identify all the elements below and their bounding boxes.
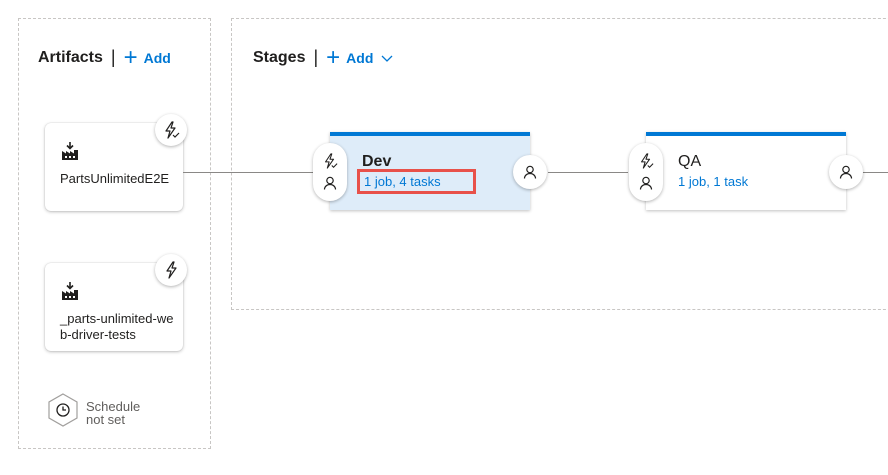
add-artifact-label: Add bbox=[143, 49, 171, 66]
build-artifact-icon bbox=[61, 141, 79, 166]
schedule-line1: Schedule bbox=[86, 398, 141, 414]
artifacts-panel bbox=[18, 18, 211, 449]
pre-deployment-trigger-icon[interactable] bbox=[635, 151, 657, 171]
add-artifact-button[interactable]: + Add bbox=[123, 43, 171, 71]
clock-icon bbox=[48, 393, 78, 432]
pre-deployment-approver-icon[interactable] bbox=[319, 173, 341, 193]
chevron-down-icon bbox=[381, 50, 393, 66]
schedule-line2: not set bbox=[86, 411, 126, 427]
dev-to-qa-connector bbox=[548, 172, 628, 173]
artifact-name: PartsUnlimitedE2E bbox=[60, 171, 170, 186]
artifacts-header: Artifacts | + Add bbox=[38, 43, 171, 71]
add-stage-label: Add bbox=[346, 49, 374, 66]
artifact-to-dev-connector bbox=[183, 172, 313, 173]
stages-title: Stages bbox=[253, 48, 306, 66]
stage-card-dev[interactable]: Dev 1 job, 4 tasks bbox=[330, 132, 530, 210]
build-artifact-icon bbox=[61, 281, 79, 306]
artifact-name: _parts-unlimited-web-driver-tests bbox=[60, 311, 174, 342]
add-stage-button[interactable]: + Add bbox=[326, 43, 393, 71]
stage-tasks-link[interactable]: 1 job, 4 tasks bbox=[357, 169, 476, 194]
plus-icon: + bbox=[326, 43, 341, 71]
schedule-trigger[interactable]: Schedule not set bbox=[48, 393, 140, 432]
stages-panel bbox=[231, 18, 888, 310]
qa-outgoing-connector bbox=[862, 172, 888, 173]
post-deployment-approver-icon[interactable] bbox=[829, 155, 863, 189]
post-deployment-approver-icon[interactable] bbox=[513, 155, 547, 189]
pre-deployment-approver-icon[interactable] bbox=[635, 173, 657, 193]
plus-icon: + bbox=[123, 43, 138, 71]
stage-tasks-link[interactable]: 1 job, 1 task bbox=[678, 174, 749, 189]
artifacts-title: Artifacts bbox=[38, 48, 103, 66]
schedule-label: Schedule not set bbox=[86, 400, 140, 426]
trigger-icon[interactable] bbox=[155, 254, 187, 286]
stage-name: QA bbox=[678, 153, 702, 170]
pre-deployment-conditions[interactable] bbox=[629, 143, 663, 201]
pre-deployment-conditions[interactable] bbox=[313, 143, 347, 201]
stage-name: Dev bbox=[362, 153, 392, 170]
stages-header: Stages | + Add bbox=[253, 43, 393, 71]
continuous-deployment-trigger-icon[interactable] bbox=[155, 114, 187, 146]
stage-card-qa[interactable]: QA 1 job, 1 task bbox=[646, 132, 846, 210]
separator: | bbox=[110, 47, 116, 67]
separator: | bbox=[313, 47, 319, 67]
pre-deployment-trigger-icon[interactable] bbox=[319, 151, 341, 171]
